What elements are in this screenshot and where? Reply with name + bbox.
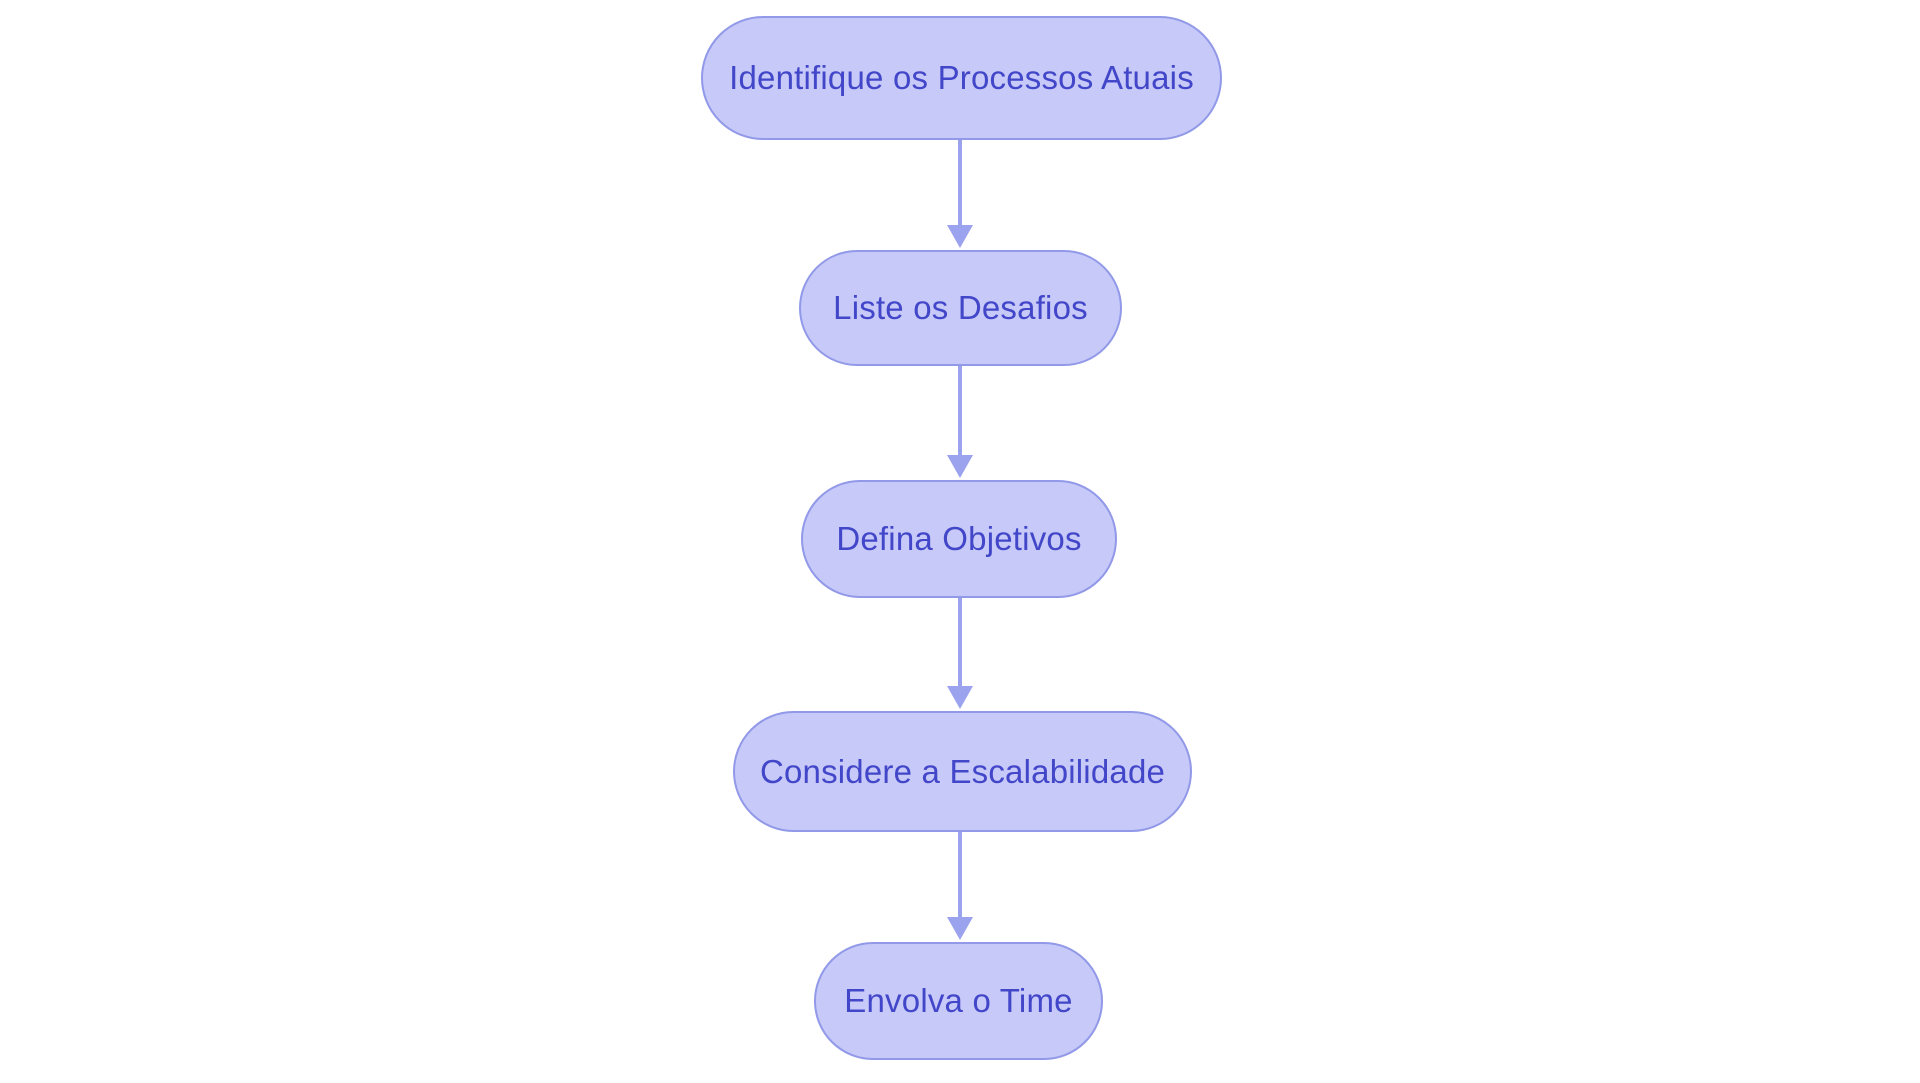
arrow-connector-2 xyxy=(947,366,973,478)
arrow-head-icon xyxy=(947,686,973,709)
node-label: Liste os Desafios xyxy=(833,289,1088,326)
arrow-line xyxy=(958,832,962,920)
arrow-connector-3 xyxy=(947,598,973,709)
arrow-head-icon xyxy=(947,225,973,248)
node-label: Defina Objetivos xyxy=(836,520,1082,557)
arrow-line xyxy=(958,598,962,689)
node-label: Identifique os Processos Atuais xyxy=(729,59,1194,96)
node-processos-atuais: Identifique os Processos Atuais xyxy=(701,16,1222,140)
arrow-line xyxy=(958,366,962,458)
node-time: Envolva o Time xyxy=(814,942,1103,1060)
arrow-head-icon xyxy=(947,455,973,478)
arrow-connector-4 xyxy=(947,832,973,940)
node-label: Envolva o Time xyxy=(844,982,1073,1019)
node-escalabilidade: Considere a Escalabilidade xyxy=(733,711,1192,832)
node-objetivos: Defina Objetivos xyxy=(801,480,1117,598)
node-desafios: Liste os Desafios xyxy=(799,250,1122,366)
arrow-head-icon xyxy=(947,917,973,940)
arrow-connector-1 xyxy=(947,140,973,248)
arrow-line xyxy=(958,140,962,228)
node-label: Considere a Escalabilidade xyxy=(759,752,1166,790)
